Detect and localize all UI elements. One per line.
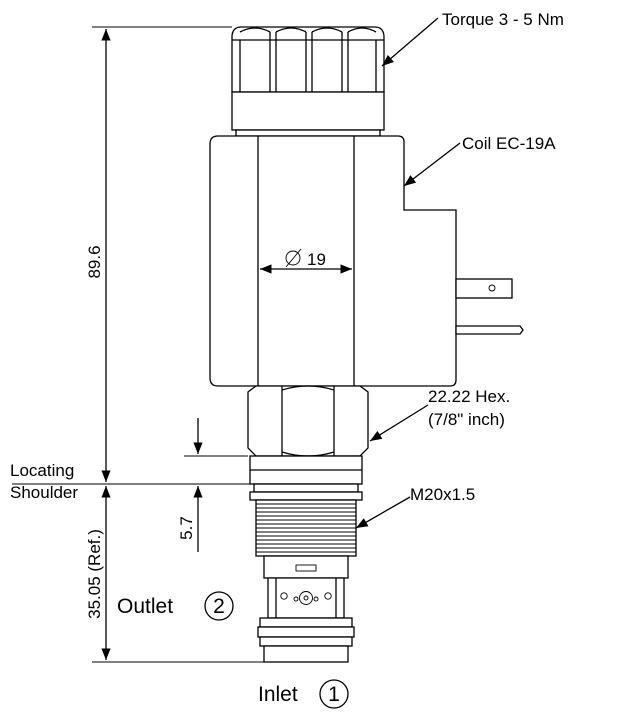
outlet-port-number: 2 (213, 595, 225, 618)
thread-label: M20x1.5 (410, 485, 475, 504)
hex-label: 22.22 Hex. (428, 387, 510, 406)
coil-terminals (455, 278, 524, 335)
inlet-port-circle (319, 679, 349, 709)
outlet-port-circle (204, 591, 234, 621)
hex-inch-label: (7/8" inch) (428, 410, 505, 429)
shoulder-gap-dimension: 5.7 (177, 516, 196, 540)
inlet-port-number: 1 (328, 683, 340, 706)
outlet-port-label: Outlet (117, 595, 173, 618)
reference-length-dimension: 35.05 (Ref.) (85, 529, 104, 619)
leader-lines (355, 17, 461, 529)
coil-diameter-value: 19 (307, 250, 326, 269)
torque-label: Torque 3 - 5 Nm (442, 10, 564, 29)
dimension-lines (12, 26, 352, 663)
inlet-port-label: Inlet (258, 683, 298, 706)
coil-label: Coil EC-19A (462, 134, 556, 153)
coil-body (209, 135, 457, 387)
locating-shoulder-label: Locating (10, 461, 74, 480)
overall-height-dimension: 89.6 (85, 245, 104, 278)
cartridge (249, 455, 363, 663)
locating-shoulder-label-line2: Shoulder (10, 483, 78, 502)
hex-body (247, 385, 369, 457)
knurled-nut (231, 26, 385, 137)
diameter-symbol (285, 248, 302, 268)
